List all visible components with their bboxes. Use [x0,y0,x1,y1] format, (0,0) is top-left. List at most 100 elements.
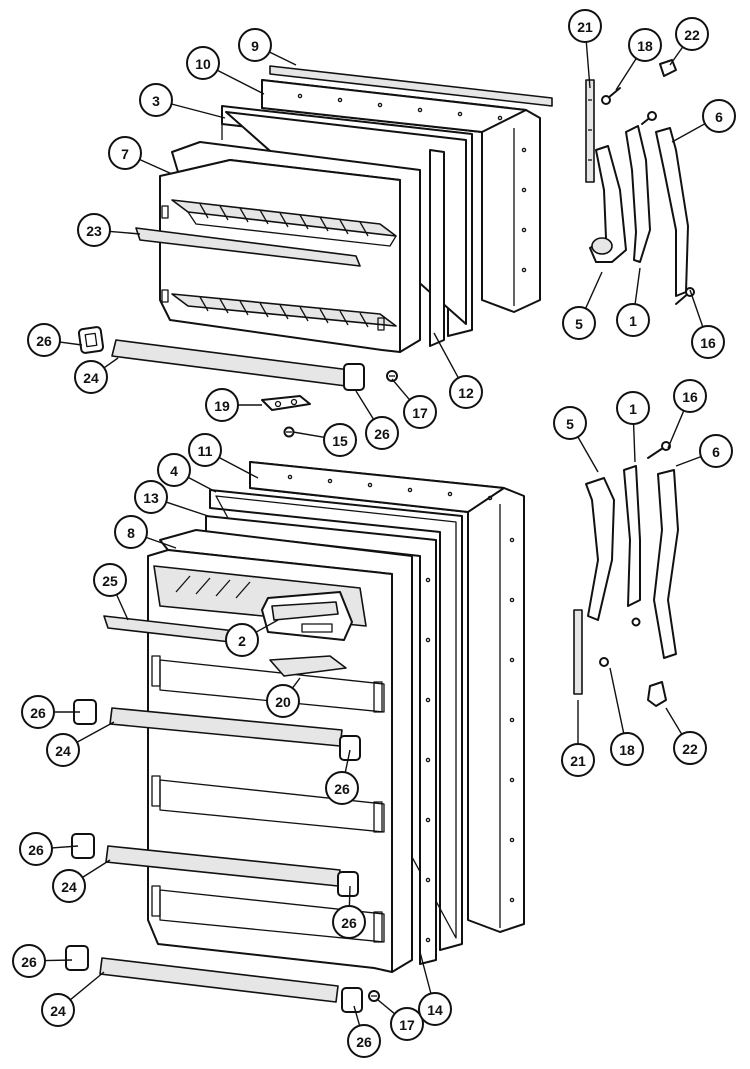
callout-7: 7 [108,136,173,175]
freezer-screw-15 [283,426,295,438]
callout-circle [325,771,359,805]
callout-5: 5 [562,271,603,340]
callout-number: 6 [712,444,720,460]
callout-circle [205,388,239,422]
callout-6: 6 [675,434,733,468]
callout-number: 26 [341,915,357,931]
freezer-cap-22 [659,59,677,77]
fresh-food-handle-strip-21 [573,609,583,695]
callout-circle [418,992,452,1026]
callout-14: 14 [418,951,452,1026]
callout-number: 16 [700,335,716,351]
callout-number: 15 [332,433,348,449]
callout-circle [77,213,111,247]
butter-compartment-door [269,655,347,677]
callout-number: 21 [570,753,586,769]
callout-leader [51,845,79,849]
callout-24: 24 [52,859,111,903]
callout-26: 26 [19,832,79,866]
callout-leader [218,456,259,479]
callout-leader [577,436,599,473]
freezer-top-trim-strip [269,65,553,107]
callout-leader [139,158,173,175]
callout-26: 26 [355,390,399,450]
freezer-handle-strip-21 [585,79,595,183]
callout-number: 6 [715,109,723,125]
freezer-end-cap-right [343,363,365,391]
callout-4: 4 [157,453,217,493]
callout-circle [93,563,127,597]
callout-number: 17 [399,1017,415,1033]
callout-circle [616,391,650,425]
callout-19: 19 [205,388,262,422]
callout-circle [562,306,596,340]
callout-leader [187,476,217,493]
freezer-handle-trim-6 [655,127,689,297]
callout-20: 20 [266,677,301,718]
callout-26: 26 [12,944,73,978]
callout-circle [616,303,650,337]
callout-leader [115,594,129,621]
callout-leader [344,749,351,773]
callout-leader [584,271,603,309]
callout-1: 1 [616,391,650,463]
callout-circle [12,944,46,978]
callout-leader [216,69,265,95]
callout-circle [52,869,86,903]
callout-1: 1 [616,267,650,337]
callout-number: 20 [275,694,291,710]
callout-number: 24 [50,1003,66,1019]
callout-number: 16 [682,389,698,405]
callout-number: 26 [28,842,44,858]
callout-number: 17 [412,405,428,421]
callout-16: 16 [667,379,707,449]
callout-leader [44,959,73,962]
callout-circle [323,423,357,457]
callout-12: 12 [433,332,483,409]
callout-leader [103,357,119,369]
callout-9: 9 [238,28,297,66]
callout-26: 26 [347,1005,381,1058]
callout-circle [186,46,220,80]
callout-11: 11 [188,433,259,479]
callout-leader [665,707,683,735]
callout-leader [109,230,141,235]
callout-number: 18 [619,742,635,758]
butter-compartment [261,591,353,641]
callout-18: 18 [615,28,662,91]
freezer-breaker-strip [429,149,445,347]
callout-circle [347,1024,381,1058]
callout-circle [157,453,191,487]
callout-number: 4 [170,463,178,479]
callout-number: 21 [577,19,593,35]
callout-circle [19,832,53,866]
fresh-food-end-caps [65,699,363,1013]
callout-circle [675,17,709,51]
callout-number: 26 [21,954,37,970]
callout-10: 10 [186,46,265,95]
callout-22: 22 [665,707,707,765]
callout-leader [59,341,83,346]
callout-24: 24 [41,971,105,1027]
callout-21: 21 [561,700,595,777]
callout-number: 3 [152,93,160,109]
callout-leader [669,46,684,66]
callout-leader [615,58,637,91]
callout-2: 2 [225,619,279,657]
callout-circle [27,323,61,357]
callout-22: 22 [669,17,709,66]
callout-leader [348,885,351,907]
callout-leader [82,859,111,878]
callout-circle [21,695,55,729]
freezer-end-cap-left [77,326,105,354]
callout-circle [74,360,108,394]
fresh-food-screw-18 [599,617,641,667]
callout-number: 26 [30,705,46,721]
callout-25: 25 [93,563,129,621]
callout-leader [609,667,625,734]
callout-leader [667,410,685,449]
callout-leader [689,289,704,328]
callout-leader [145,536,177,549]
callout-6: 6 [671,99,736,143]
